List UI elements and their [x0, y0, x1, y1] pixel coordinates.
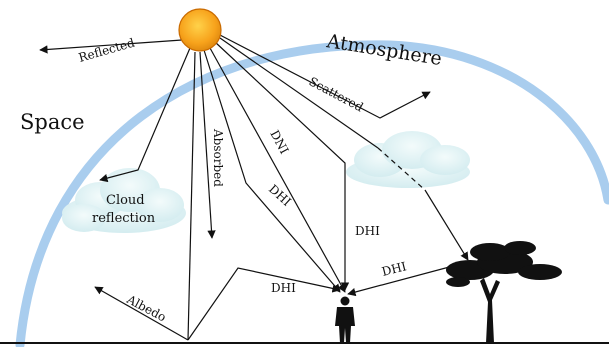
albedo-arrow — [94, 286, 189, 341]
dhi-cloud-label: DHI — [355, 224, 380, 238]
sun-icon — [178, 8, 222, 52]
scattered-label: Scattered — [307, 74, 366, 114]
dhi-cloud-ray — [214, 41, 350, 291]
albedo-label: Albedo — [124, 292, 169, 325]
cloud-right — [346, 131, 470, 188]
dhi-tree-label: DHI — [380, 259, 408, 279]
ground-reflect-ray — [187, 267, 341, 341]
ground-ray — [187, 51, 196, 341]
scattered-arrow — [217, 33, 431, 119]
dhi-upper-ray — [203, 49, 341, 293]
dhi-upper-label: DHI — [266, 182, 294, 209]
tree-ray-lower — [424, 189, 469, 261]
reflected-label: Reflected — [77, 35, 137, 64]
cloud-reflection-label-line2: reflection — [92, 211, 156, 226]
cloud-reflection-ray — [99, 47, 191, 183]
cloud-left — [62, 168, 186, 233]
tree-ray-dashed — [377, 147, 426, 191]
tree-icon — [446, 241, 562, 343]
absorbed-label: Absorbed — [211, 128, 225, 187]
space-label: Space — [20, 110, 85, 134]
tree-ray — [219, 37, 379, 149]
absorbed-arrow — [199, 51, 216, 239]
person-icon — [335, 296, 355, 343]
dni-arrow — [209, 47, 346, 293]
atmosphere-label: Atmosphere — [324, 30, 443, 70]
atmosphere-arc — [15, 40, 609, 347]
dhi-ground-label: DHI — [271, 281, 296, 295]
cloud-reflection-label-line1: Cloud — [106, 193, 145, 208]
dni-label: DNI — [267, 128, 291, 157]
reflected-arrow — [39, 39, 183, 54]
